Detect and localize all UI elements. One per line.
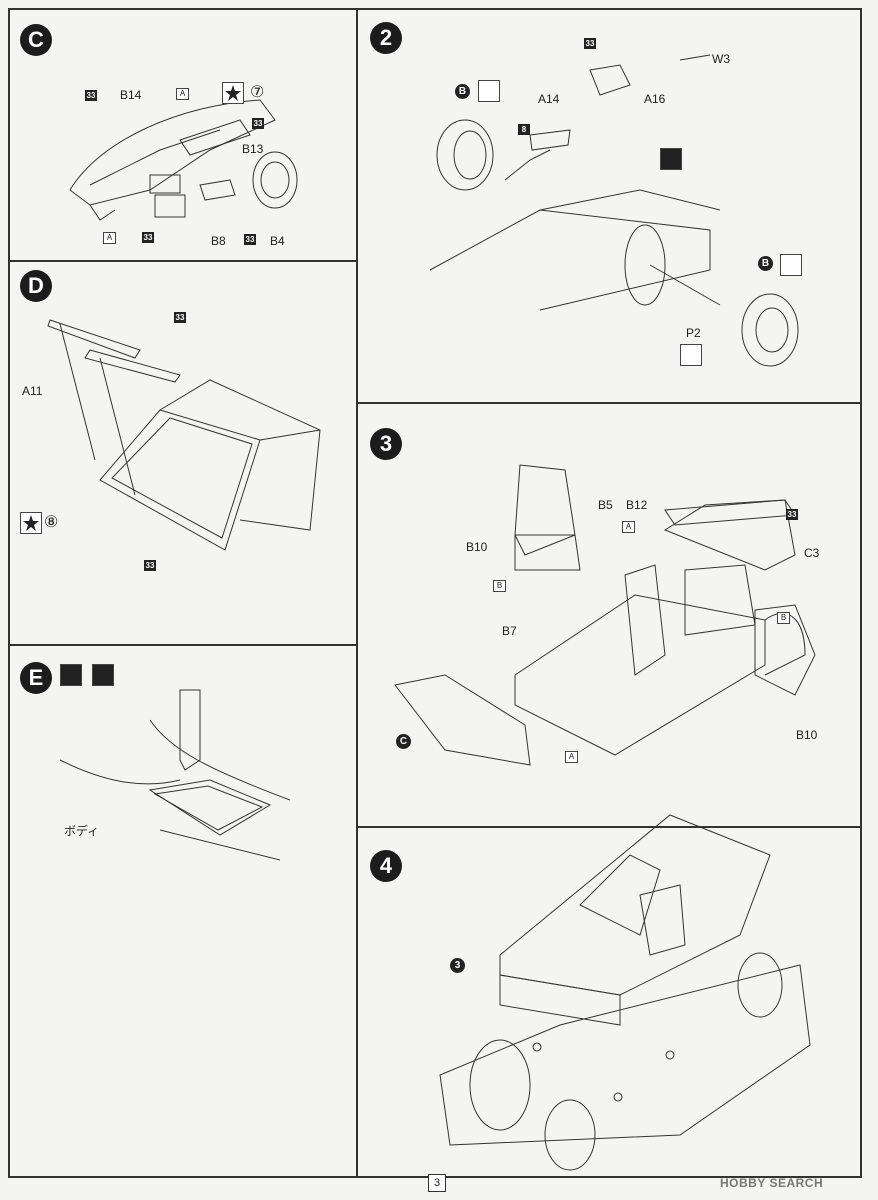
label-b13: B13	[242, 142, 264, 156]
color-code-33: 33	[142, 232, 154, 243]
label-c3: C3	[804, 546, 820, 560]
ref-c-circle: C	[396, 734, 411, 749]
dashboard-illustration	[69, 99, 298, 221]
page-number: 3	[428, 1174, 446, 1192]
color-code-33: 33	[786, 509, 798, 520]
ref-a: A	[176, 88, 189, 100]
glue-icon	[92, 664, 114, 686]
paint-icon	[780, 254, 802, 276]
ref-b-circle: B	[758, 256, 773, 271]
color-code-33: 33	[85, 90, 97, 101]
body-detail-illustration	[59, 689, 291, 861]
label-a11: A11	[22, 384, 43, 398]
paint-icon	[478, 80, 500, 102]
label-b14: B14	[120, 88, 142, 102]
ref-step3-circle: 3	[450, 958, 465, 973]
label-p2: P2	[686, 326, 701, 340]
color-code-33: 33	[144, 560, 156, 571]
step-e-badge: E	[20, 662, 52, 694]
watermark: HOBBY SEARCH	[720, 1176, 824, 1190]
paint-icon	[680, 344, 702, 366]
ref-a: A	[103, 232, 116, 244]
star-number: ⑦	[250, 84, 265, 101]
step-3-badge: 3	[370, 428, 402, 460]
final-assembly-illustration	[439, 814, 811, 1171]
arrows-icon	[60, 664, 82, 686]
label-b8: B8	[211, 234, 226, 248]
label-a14: A14	[538, 92, 560, 106]
step-d-badge: D	[20, 270, 52, 302]
star-icon	[222, 82, 244, 104]
color-code-33: 33	[252, 118, 264, 129]
ref-b: B	[493, 580, 506, 592]
step-4-badge: 4	[370, 850, 402, 882]
label-b10: B10	[796, 728, 818, 742]
label-b7: B7	[502, 624, 517, 638]
glue-icon	[660, 148, 682, 170]
label-b10: B10	[466, 540, 488, 554]
chassis-exhaust-illustration	[429, 54, 799, 367]
step-2-badge: 2	[370, 22, 402, 54]
windshield-illustration	[47, 319, 321, 551]
section-divider	[10, 644, 356, 646]
color-code-33: 33	[584, 38, 596, 49]
section-divider	[358, 826, 862, 828]
step-c-badge: C	[20, 24, 52, 56]
ref-a: A	[565, 751, 578, 763]
section-divider	[358, 402, 862, 404]
color-code-8: 8	[518, 124, 530, 135]
section-divider	[10, 260, 356, 262]
ref-b: B	[777, 612, 790, 624]
label-b4: B4	[270, 234, 285, 248]
label-b5: B5	[598, 498, 613, 512]
color-code-33: 33	[244, 234, 256, 245]
color-code-33: 33	[174, 312, 186, 323]
column-divider	[356, 8, 358, 1178]
label-b12: B12	[626, 498, 648, 512]
star-icon	[20, 512, 42, 534]
label-w3: W3	[712, 52, 730, 66]
label-a16: A16	[644, 92, 666, 106]
label-body: ボディ	[64, 824, 100, 838]
ref-a: A	[622, 521, 635, 533]
ref-b-circle: B	[455, 84, 470, 99]
star-number: ⑧	[44, 514, 59, 531]
